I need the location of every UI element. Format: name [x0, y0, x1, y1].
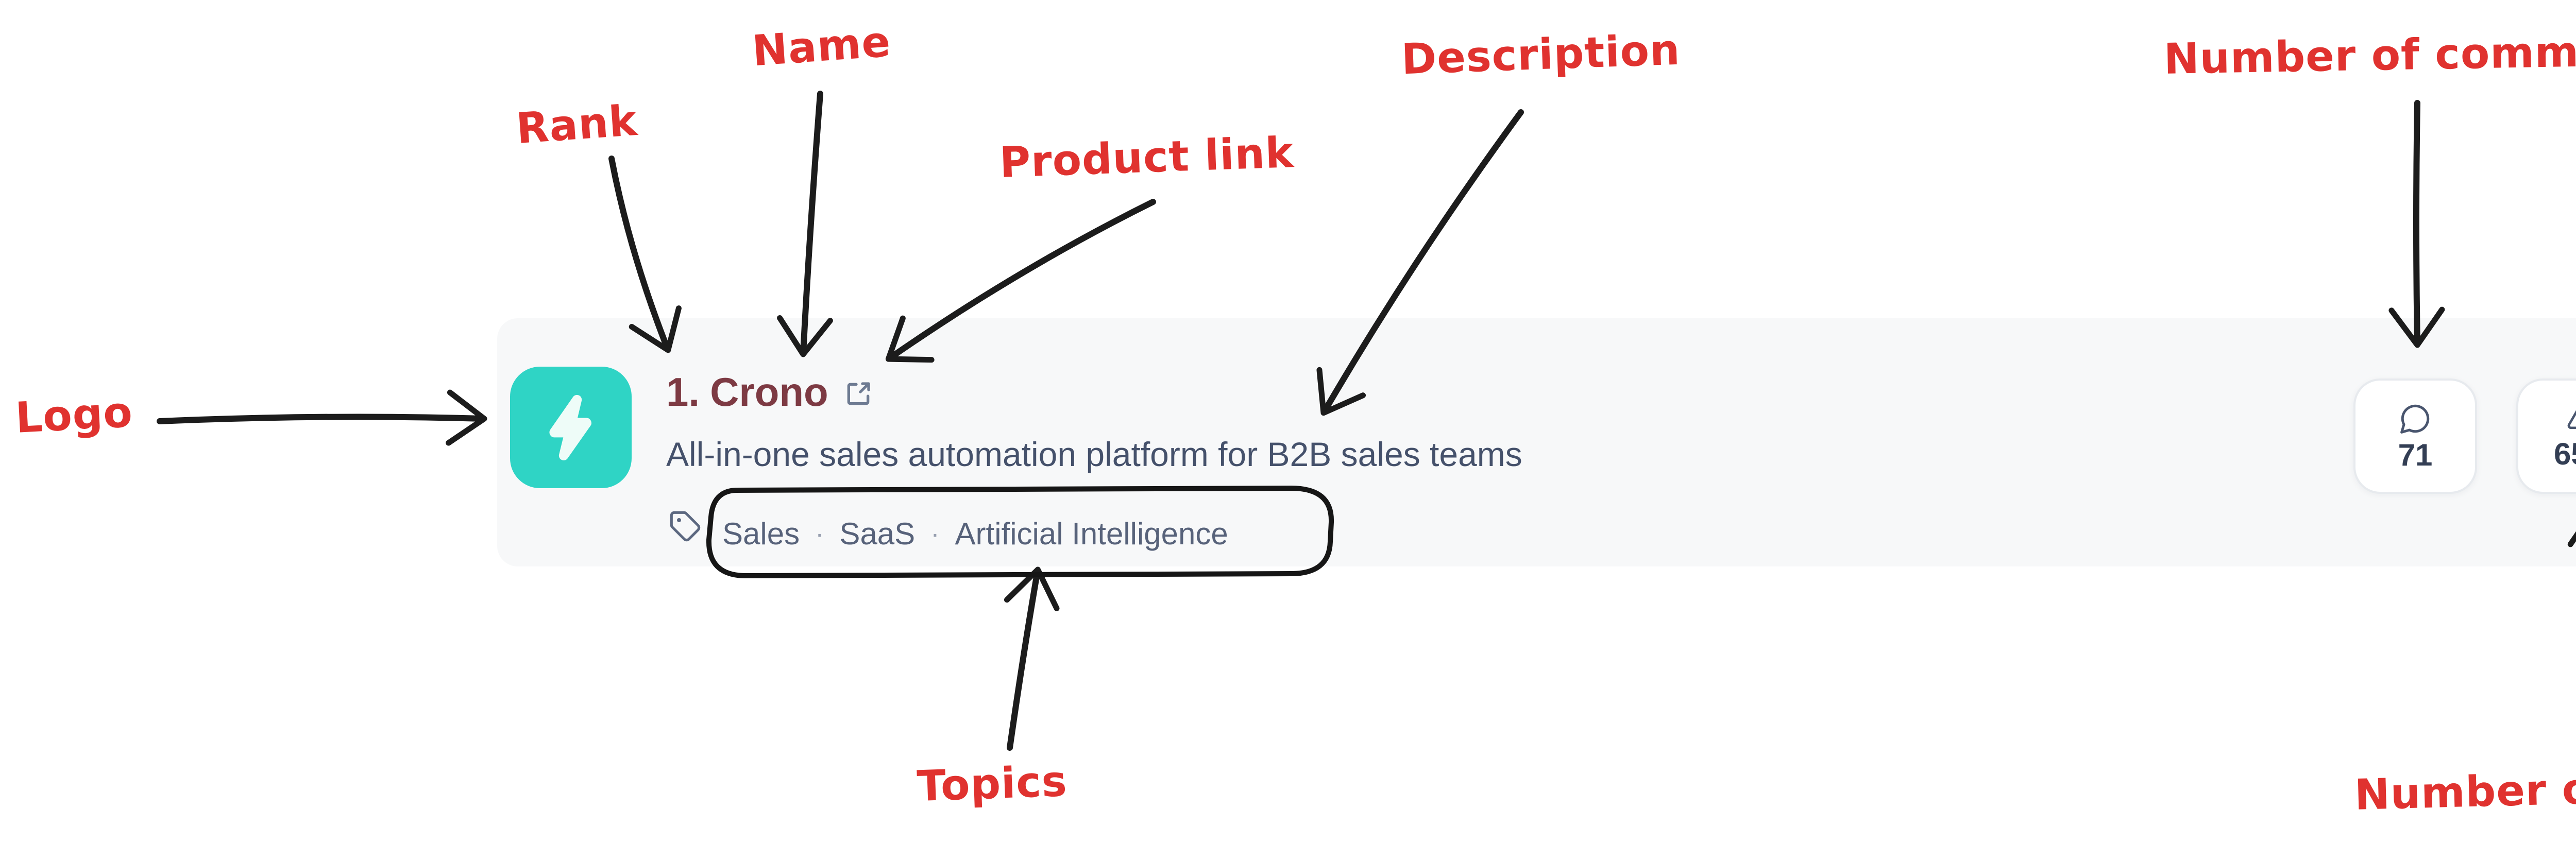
- arrow-name: [777, 91, 833, 357]
- product-list-item[interactable]: 1. Crono All-in-one sales automation pla…: [497, 318, 2576, 566]
- topic-separator: ·: [815, 519, 824, 549]
- comments-button[interactable]: 71: [2353, 379, 2477, 494]
- topics-row: [669, 510, 702, 543]
- annotation-name: Name: [750, 17, 892, 76]
- upvote-button[interactable]: 657: [2516, 379, 2576, 494]
- topics-list: Sales · SaaS · Artificial Intelligence: [722, 516, 1228, 552]
- product-description: All-in-one sales automation platform for…: [666, 435, 1522, 473]
- upvotes-count: 657: [2553, 437, 2576, 471]
- product-rank: 1.: [666, 369, 700, 415]
- lightning-bolt-icon: [549, 394, 591, 460]
- annotation-comments: Number of comments: [2163, 26, 2576, 84]
- upvote-triangle-icon: [2567, 410, 2576, 429]
- external-link-icon[interactable]: [842, 377, 875, 410]
- topic-item[interactable]: Artificial Intelligence: [955, 517, 1228, 551]
- topic-item[interactable]: SaaS: [839, 517, 916, 551]
- tag-icon: [670, 511, 701, 542]
- annotation-description: Description: [1400, 25, 1681, 84]
- arrow-topics: [1004, 566, 1060, 751]
- topic-separator: ·: [930, 519, 940, 549]
- product-logo[interactable]: [510, 367, 632, 488]
- annotation-product-link: Product link: [998, 128, 1295, 187]
- annotation-logo: Logo: [14, 388, 134, 443]
- comment-bubble-icon: [2400, 404, 2430, 434]
- annotation-upvotes: Number of upvotes: [2353, 759, 2576, 820]
- arrow-comments: [2388, 100, 2445, 348]
- comments-count: 71: [2398, 438, 2433, 472]
- annotation-topics: Topics: [916, 756, 1069, 812]
- product-name-row: 1. Crono: [666, 369, 875, 416]
- arrow-logo: [157, 389, 487, 446]
- topic-item[interactable]: Sales: [722, 517, 800, 551]
- annotation-rank: Rank: [514, 96, 639, 154]
- product-name-link[interactable]: Crono: [710, 369, 828, 415]
